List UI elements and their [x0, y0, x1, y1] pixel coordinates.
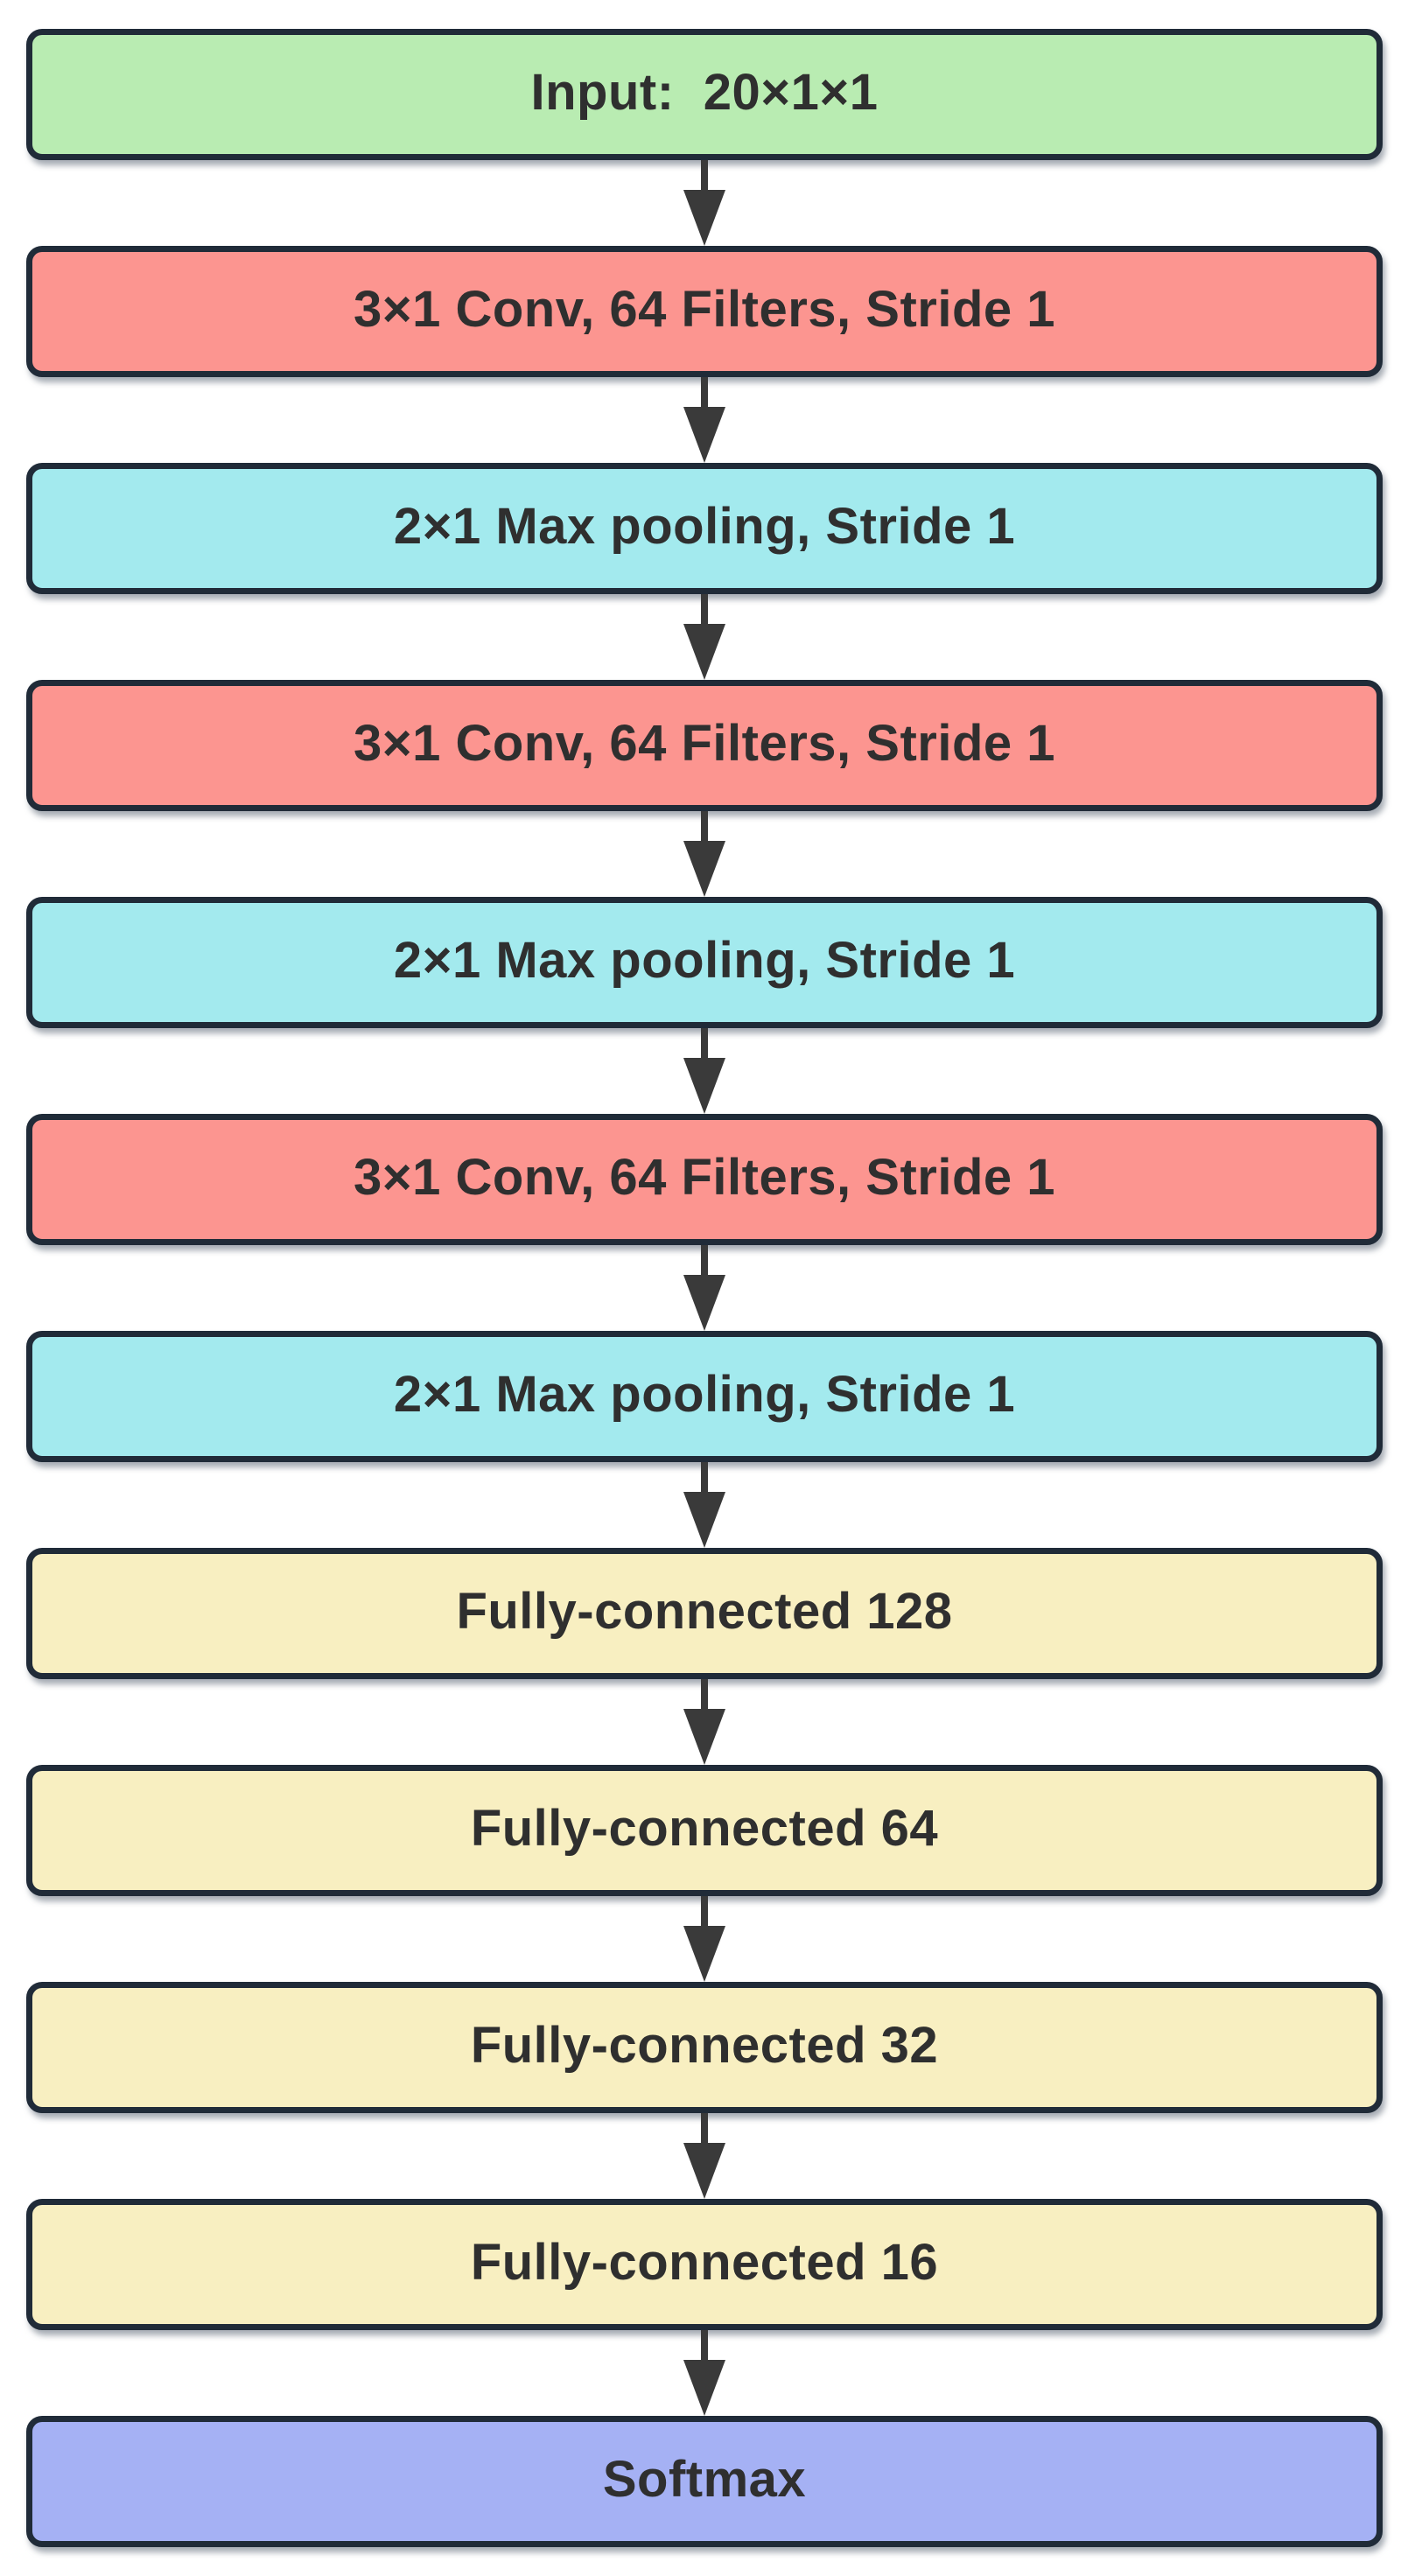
- node-conv-layer-2: 3×1 Conv, 64 Filters, Stride 1: [26, 680, 1383, 811]
- node-label: Fully-connected 16: [470, 2234, 939, 2291]
- node-softmax-output: Softmax: [26, 2416, 1383, 2547]
- arrow-head: [683, 407, 725, 463]
- arrow-shaft: [701, 1679, 708, 1709]
- arrow-shaft: [701, 160, 708, 190]
- node-conv-layer-1: 3×1 Conv, 64 Filters, Stride 1: [26, 246, 1383, 377]
- arrow-down-icon: [26, 811, 1383, 897]
- arrow-head: [683, 841, 725, 897]
- node-label: Fully-connected 128: [456, 1583, 953, 1640]
- node-label: 2×1 Max pooling, Stride 1: [393, 932, 1016, 989]
- node-label: Softmax: [602, 2451, 807, 2508]
- arrow-shaft: [701, 811, 708, 841]
- arrow-down-icon: [26, 2330, 1383, 2416]
- node-label: 2×1 Max pooling, Stride 1: [393, 1366, 1016, 1423]
- arrow-shaft: [701, 1462, 708, 1492]
- arrow-shaft: [701, 2330, 708, 2360]
- arrow-down-icon: [26, 1462, 1383, 1548]
- node-maxpool-layer-3: 2×1 Max pooling, Stride 1: [26, 1331, 1383, 1462]
- arrow-shaft: [701, 377, 708, 407]
- node-label: 3×1 Conv, 64 Filters, Stride 1: [353, 715, 1056, 772]
- arrow-shaft: [701, 1896, 708, 1926]
- arrow-down-icon: [26, 1896, 1383, 1982]
- node-label: Input: 20×1×1: [530, 64, 879, 121]
- node-maxpool-layer-1: 2×1 Max pooling, Stride 1: [26, 463, 1383, 594]
- arrow-down-icon: [26, 377, 1383, 463]
- arrow-shaft: [701, 594, 708, 624]
- arrow-shaft: [701, 1028, 708, 1058]
- arrow-down-icon: [26, 1028, 1383, 1114]
- arrow-down-icon: [26, 2113, 1383, 2199]
- arrow-head: [683, 1058, 725, 1114]
- arrow-down-icon: [26, 160, 1383, 246]
- node-fully-connected-16: Fully-connected 16: [26, 2199, 1383, 2330]
- arrow-head: [683, 190, 725, 246]
- arrow-head: [683, 1492, 725, 1548]
- arrow-head: [683, 1709, 725, 1765]
- node-label: Fully-connected 64: [470, 1800, 939, 1857]
- arrow-head: [683, 2360, 725, 2416]
- node-maxpool-layer-2: 2×1 Max pooling, Stride 1: [26, 897, 1383, 1028]
- node-label: 2×1 Max pooling, Stride 1: [393, 498, 1016, 555]
- arrow-head: [683, 624, 725, 680]
- arrow-down-icon: [26, 594, 1383, 680]
- arrow-down-icon: [26, 1679, 1383, 1765]
- node-label: 3×1 Conv, 64 Filters, Stride 1: [353, 1149, 1056, 1206]
- node-label: 3×1 Conv, 64 Filters, Stride 1: [353, 281, 1056, 338]
- arrow-shaft: [701, 2113, 708, 2143]
- arrow-head: [683, 2143, 725, 2199]
- arrow-down-icon: [26, 1245, 1383, 1331]
- node-label: Fully-connected 32: [470, 2017, 939, 2074]
- node-conv-layer-3: 3×1 Conv, 64 Filters, Stride 1: [26, 1114, 1383, 1245]
- node-fully-connected-128: Fully-connected 128: [26, 1548, 1383, 1679]
- arrow-shaft: [701, 1245, 708, 1275]
- node-input-layer: Input: 20×1×1: [26, 29, 1383, 160]
- arrow-head: [683, 1926, 725, 1982]
- node-fully-connected-64: Fully-connected 64: [26, 1765, 1383, 1896]
- arrow-head: [683, 1275, 725, 1331]
- node-fully-connected-32: Fully-connected 32: [26, 1982, 1383, 2113]
